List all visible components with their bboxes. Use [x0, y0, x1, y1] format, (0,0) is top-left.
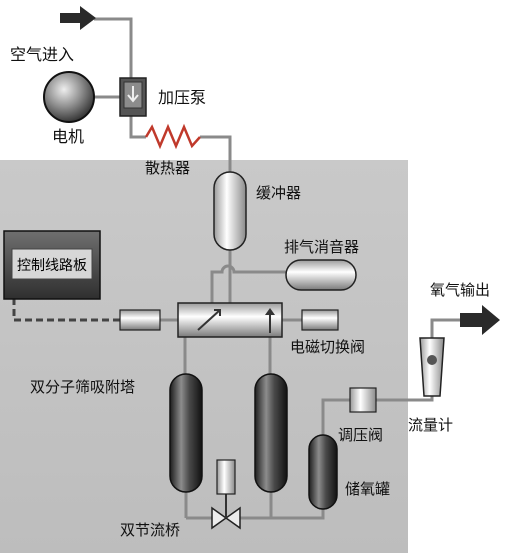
control-board-label-plate — [11, 248, 93, 280]
compressor-label: 加压泵 — [158, 88, 207, 107]
air-inlet-label: 空气进入 — [10, 45, 75, 64]
machine-housing-panel — [0, 160, 408, 553]
pressure-regulator-label: 调压阀 — [338, 426, 384, 444]
compressor-to-radiator-pipe — [129, 116, 146, 139]
solenoid-valve-label: 电磁切换阀 — [290, 338, 366, 356]
radiator-to-buffer-pipe — [200, 135, 232, 172]
flow-meter-icon — [419, 337, 445, 397]
pressure-regulator-icon — [349, 387, 377, 413]
exhaust-bridge-pipe — [210, 264, 286, 305]
regulator-to-flowmeter-pipe — [376, 396, 434, 402]
air-inlet-pipe — [94, 17, 133, 78]
oxygen-outlet-arrow-icon — [460, 305, 500, 335]
buffer-tank-label: 缓冲器 — [256, 184, 302, 202]
tank-to-regulator-pipe — [321, 398, 350, 435]
solenoid-valve-icon — [119, 302, 339, 338]
compressor-icon — [119, 77, 147, 117]
buffer-tank-icon — [213, 171, 247, 251]
sieve-towers-label: 双分子筛吸附塔 — [30, 378, 136, 396]
motor-icon — [43, 71, 95, 123]
radiator-label: 散热器 — [145, 159, 191, 177]
air-inlet-arrow-icon — [60, 6, 96, 30]
motor-label: 电机 — [52, 127, 85, 146]
double-flow-bridge-label: 双节流桥 — [120, 521, 181, 539]
control-board-label: 控制线路板 — [17, 258, 87, 274]
flow-meter-label: 流量计 — [408, 416, 454, 434]
oxygen-tank-label: 储氧罐 — [345, 480, 391, 498]
double-flow-bridge-icon — [186, 459, 271, 530]
oxygen-tank-icon — [308, 434, 338, 510]
sieve-tower-left-icon — [169, 373, 203, 493]
pipes — [94, 17, 460, 520]
oxygen-outlet-label: 氧气输出 — [430, 281, 491, 299]
exhaust-muffler-icon — [285, 259, 357, 291]
bridge-to-tank-pipe — [252, 509, 325, 520]
flowmeter-to-outlet-pipe — [430, 318, 460, 338]
sieve-tower-right-icon — [254, 373, 288, 493]
exhaust-muffler-label: 排气消音器 — [284, 238, 360, 256]
radiator-coil-icon — [144, 123, 201, 150]
